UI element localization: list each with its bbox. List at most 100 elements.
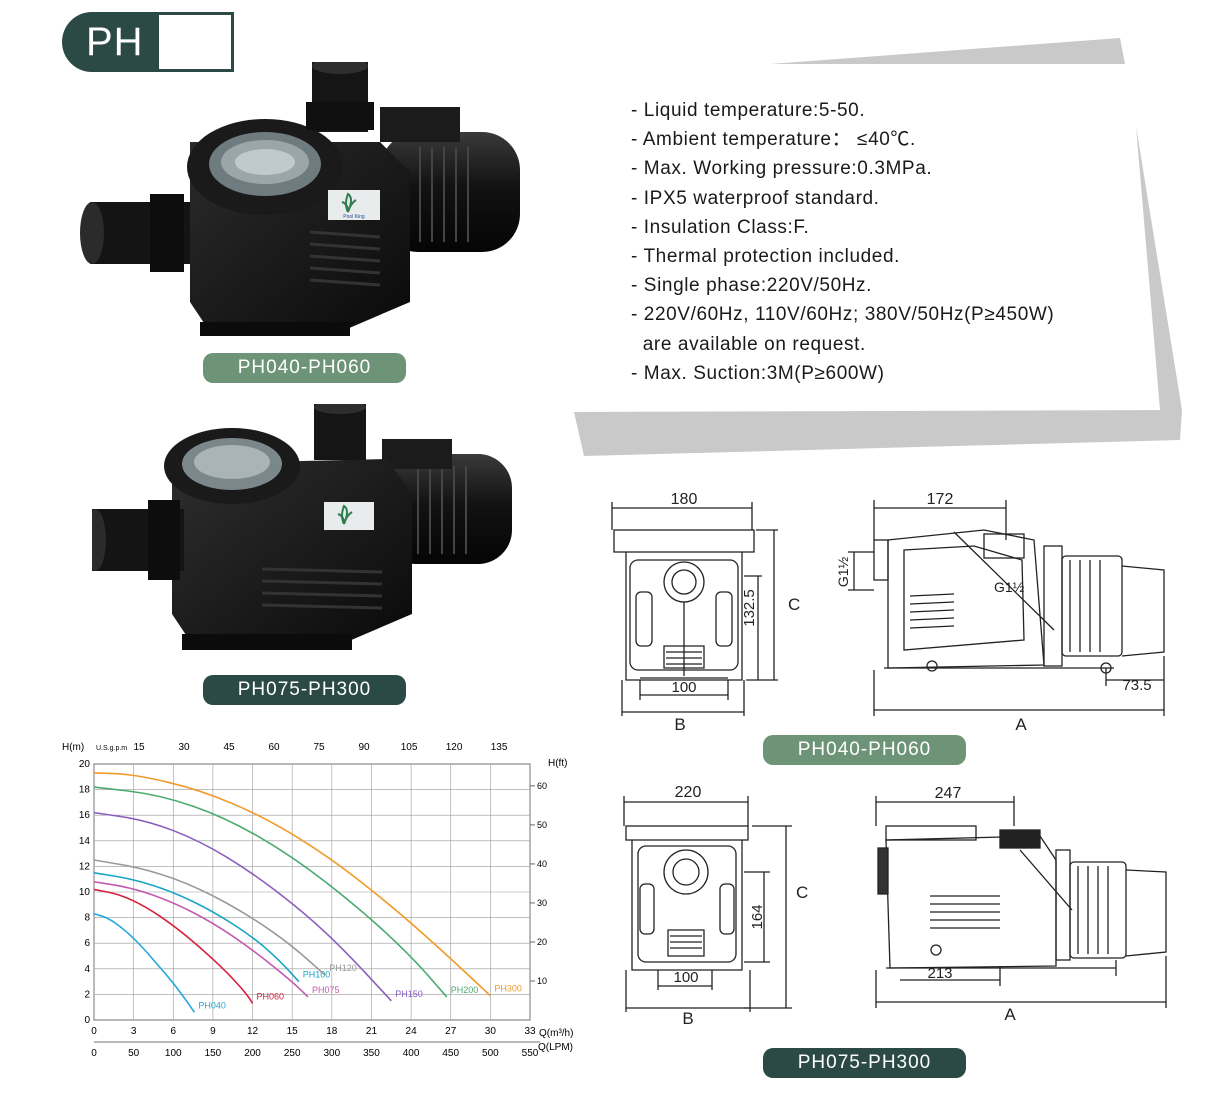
series-label-ph200: PH200: [451, 985, 479, 995]
dim-small-front-height: 132.5: [741, 589, 758, 627]
dim-large-side-foot: 213: [927, 965, 952, 982]
chart-xlabel-top: U.S.g.p.m: [96, 745, 127, 752]
series-line-ph040: [93, 912, 196, 1013]
spec-item: - Insulation Class:F.: [631, 216, 810, 238]
x-tick-label-lpm: 50: [128, 1048, 140, 1059]
x-tick-label-gpm: 75: [313, 742, 325, 753]
y-ft-tick-label: 20: [537, 937, 547, 947]
y-tick-label: 18: [79, 785, 91, 796]
model-label-small-drawing: PH040-PH060: [763, 735, 966, 765]
series-label-ph060: PH060: [257, 991, 285, 1001]
y-tick-label: 4: [84, 964, 90, 975]
x-tick-label-gpm: 15: [133, 742, 145, 753]
drawing-large-front: 220 164 C 100 B: [623, 784, 808, 1028]
y-tick-label: 20: [79, 759, 91, 770]
series-line-ph300: [93, 772, 491, 997]
chart-ylabel-left: H(m): [62, 742, 84, 753]
series-line-ph060: [93, 888, 254, 1004]
dim-large-front-c: C: [796, 883, 808, 902]
x-tick-label-m3h: 33: [524, 1026, 536, 1037]
series-label-ph120: PH120: [329, 963, 357, 973]
series-line-ph120: [93, 859, 326, 976]
y-ft-tick-label: 60: [537, 781, 547, 791]
x-tick-label-m3h: 9: [210, 1026, 216, 1037]
x-tick-label-m3h: 6: [170, 1026, 176, 1037]
x-tick-label-lpm: 500: [482, 1048, 499, 1059]
drawing-small-front: 180 132.5 C 100 B: [611, 491, 800, 734]
x-tick-label-m3h: 3: [131, 1026, 137, 1037]
x-tick-label-lpm: 300: [323, 1048, 340, 1059]
series-label-ph300: PH300: [494, 984, 522, 994]
x-tick-label-m3h: 21: [366, 1026, 378, 1037]
drawing-small-side: 172 G1½ G1½ 73.5 A: [835, 491, 1165, 734]
x-tick-label-lpm: 450: [442, 1048, 459, 1059]
model-label-small-top: PH040-PH060: [203, 353, 406, 383]
spec-item: - Ambient temperature： ≤40℃.: [631, 129, 916, 151]
pump-badge-text: Pool King: [343, 214, 365, 220]
dim-small-side-a: A: [1015, 715, 1027, 734]
model-label-large-top: PH075-PH300: [203, 675, 406, 705]
x-tick-label-m3h: 30: [485, 1026, 497, 1037]
y-tick-label: 2: [84, 989, 90, 1000]
x-tick-label-gpm: 135: [491, 742, 508, 753]
x-tick-label-m3h: 12: [247, 1026, 259, 1037]
spec-item: - Liquid temperature:5-50.: [631, 100, 866, 121]
spec-item: - 220V/60Hz, 110V/60Hz; 380V/50Hz(P≥450W…: [631, 304, 1055, 326]
y-tick-label: 0: [84, 1015, 90, 1026]
x-tick-label-lpm: 100: [165, 1048, 182, 1059]
dim-large-front-height: 164: [749, 904, 766, 929]
spec-item: - Thermal protection included.: [631, 246, 900, 268]
series-label-ph040: PH040: [198, 1000, 226, 1010]
spec-panel-background: [574, 38, 1182, 456]
dim-small-front-b: B: [674, 715, 685, 734]
x-tick-label-gpm: 105: [401, 742, 418, 753]
dim-large-side-length: 247: [935, 785, 962, 802]
y-ft-tick-label: 50: [537, 820, 547, 830]
series-label-ph150: PH150: [395, 989, 423, 999]
y-tick-label: 10: [79, 887, 91, 898]
chart-xlabel-m3h: Q(m³/h): [539, 1028, 573, 1039]
chart-grid: [93, 763, 531, 1021]
dim-large-front-width: 220: [675, 784, 702, 801]
x-tick-label-m3h: 27: [445, 1026, 457, 1037]
spec-item: - Single phase:220V/50Hz.: [631, 275, 873, 297]
series-label: PH: [62, 12, 158, 72]
x-tick-label-lpm: 250: [284, 1048, 301, 1059]
spec-list: - Liquid temperature:5-50. - Ambient tem…: [631, 96, 1151, 388]
dim-small-front-base: 100: [671, 679, 696, 696]
spec-item: - Max. Working pressure:0.3MPa.: [631, 158, 933, 180]
x-tick-label-gpm: 30: [178, 742, 190, 753]
y-tick-label: 16: [79, 810, 91, 821]
pump-image-large: [92, 404, 512, 650]
series-line-ph150: [93, 811, 392, 1002]
dim-small-side-inlet: G1½: [835, 557, 851, 588]
x-tick-label-gpm: 60: [268, 742, 280, 753]
y-ft-tick-label: 30: [537, 898, 547, 908]
spec-item: - IPX5 waterproof standard.: [631, 187, 880, 209]
series-label-ph075: PH075: [312, 985, 340, 995]
dim-small-side-outlet: G1½: [994, 579, 1025, 595]
dim-large-side-a: A: [1004, 1005, 1016, 1024]
x-tick-label-lpm: 200: [244, 1048, 261, 1059]
drawing-large-side: 247 213 A: [875, 785, 1167, 1024]
dim-small-front-c: C: [788, 595, 800, 614]
series-tab: PH: [62, 12, 234, 72]
dim-large-front-b: B: [682, 1009, 693, 1028]
series-line-ph075: [93, 880, 309, 998]
spec-item: are available on request.: [631, 333, 866, 355]
x-tick-label-m3h: 15: [287, 1026, 299, 1037]
x-tick-label-lpm: 350: [363, 1048, 380, 1059]
chart-xlabel-lpm: Q(LPM): [538, 1042, 573, 1053]
x-tick-label-gpm: 90: [358, 742, 370, 753]
y-tick-label: 14: [79, 836, 91, 847]
y-tick-label: 8: [84, 913, 90, 924]
dim-large-front-base: 100: [673, 969, 698, 986]
model-label-large-drawing: PH075-PH300: [763, 1048, 966, 1078]
pump-image-small: Pool King: [80, 62, 520, 336]
x-tick-label-m3h: 24: [406, 1026, 418, 1037]
x-tick-label-lpm: 0: [91, 1048, 97, 1059]
y-ft-tick-label: 10: [537, 976, 547, 986]
